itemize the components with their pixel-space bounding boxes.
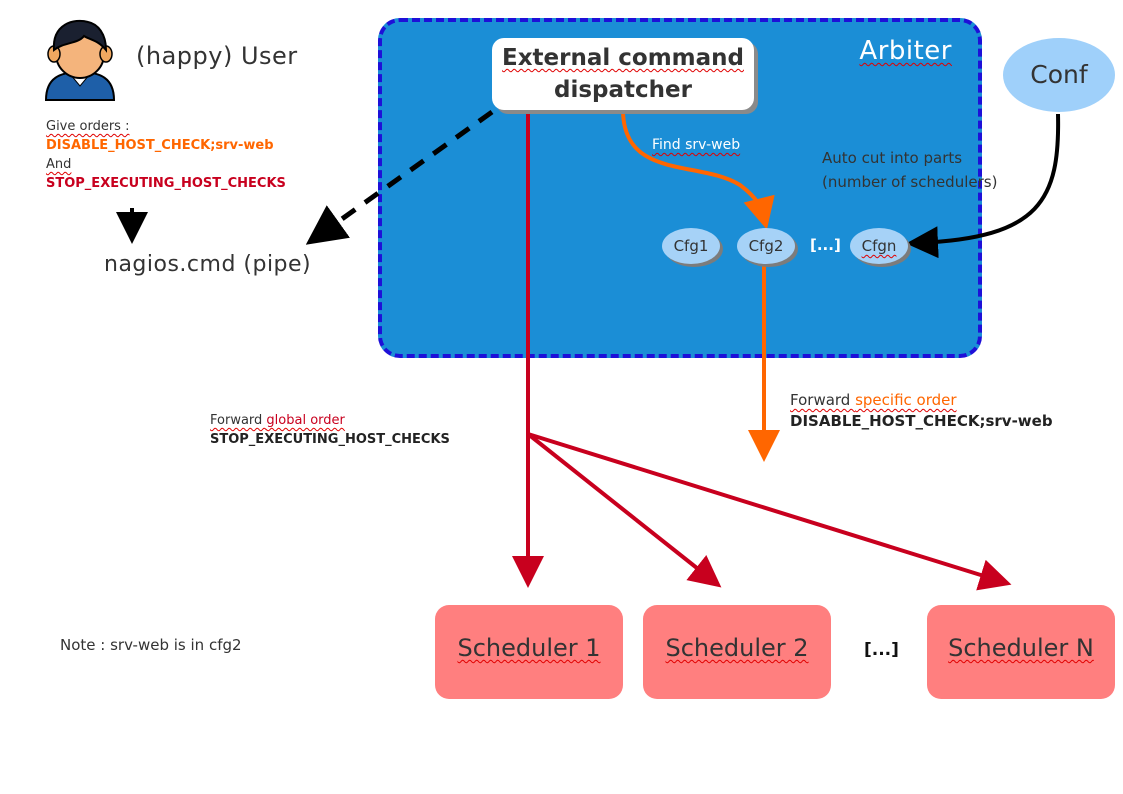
scheduler-n-label: Scheduler N	[948, 634, 1094, 662]
specific-order-heading: Forward specific order	[790, 390, 1053, 411]
find-srv-web-arrow	[621, 111, 775, 230]
specific-order-highlight: specific order	[855, 391, 957, 409]
global-order-highlight: global order	[266, 413, 345, 428]
auto-cut-label: Auto cut into parts (number of scheduler…	[822, 146, 997, 194]
user-label: (happy) User	[136, 42, 298, 70]
order-stop-executing: STOP_EXECUTING_HOST_CHECKS	[46, 176, 286, 191]
cfg-2: Cfg2	[737, 228, 795, 264]
dispatcher-to-pipe-arrow	[305, 109, 494, 245]
external-command-dispatcher: External command dispatcher	[492, 38, 754, 110]
specific-order-prefix: Forward	[790, 391, 856, 409]
specific-order-command: DISABLE_HOST_CHECK;srv-web	[790, 412, 1053, 430]
global-order-to-scheduler-2-arrow	[526, 432, 722, 588]
find-srv-web-label: Find srv-web	[652, 137, 741, 153]
conf-to-cfgn-arrow	[906, 113, 1061, 259]
user-avatar-icon	[40, 14, 120, 102]
scheduler-2: Scheduler 2	[643, 605, 831, 699]
note-label: Note : srv-web is in cfg2	[60, 636, 242, 654]
global-order-prefix: Forward	[210, 413, 267, 428]
global-order-to-scheduler-n-arrow	[527, 432, 1012, 591]
scheduler-ellipsis: [...]	[864, 640, 899, 660]
scheduler-2-label: Scheduler 2	[665, 634, 809, 662]
user-label-text: (happy) User	[136, 42, 298, 70]
global-order-heading: Forward global order	[210, 411, 450, 430]
arbiter-label: Arbiter	[859, 36, 952, 66]
specific-order-label: Forward specific order DISABLE_HOST_CHEC…	[790, 390, 1053, 432]
global-order-command: STOP_EXECUTING_HOST_CHECKS	[210, 432, 450, 447]
scheduler-1-label: Scheduler 1	[457, 634, 601, 662]
global-order-label: Forward global order STOP_EXECUTING_HOST…	[210, 411, 450, 449]
conf-node: Conf	[1003, 38, 1115, 112]
cfg-n: Cfgn	[850, 228, 908, 264]
pipe-label: nagios.cmd (pipe)	[104, 252, 312, 277]
scheduler-1: Scheduler 1	[435, 605, 623, 699]
dispatcher-line-2: dispatcher	[554, 77, 692, 103]
order-disable-host-check: DISABLE_HOST_CHECK;srv-web	[46, 138, 274, 153]
orders-conjunction: And	[46, 157, 72, 172]
auto-cut-line-2: (number of schedulers)	[822, 173, 998, 191]
cfg-1: Cfg1	[662, 228, 720, 264]
auto-cut-line-1: Auto cut into parts	[822, 149, 963, 167]
cfg-ellipsis: [...]	[810, 236, 841, 254]
scheduler-n: Scheduler N	[927, 605, 1115, 699]
dispatcher-line-1: External command	[502, 45, 744, 71]
user-orders: Give orders : DISABLE_HOST_CHECK;srv-web…	[46, 117, 286, 193]
orders-intro: Give orders :	[46, 119, 130, 134]
